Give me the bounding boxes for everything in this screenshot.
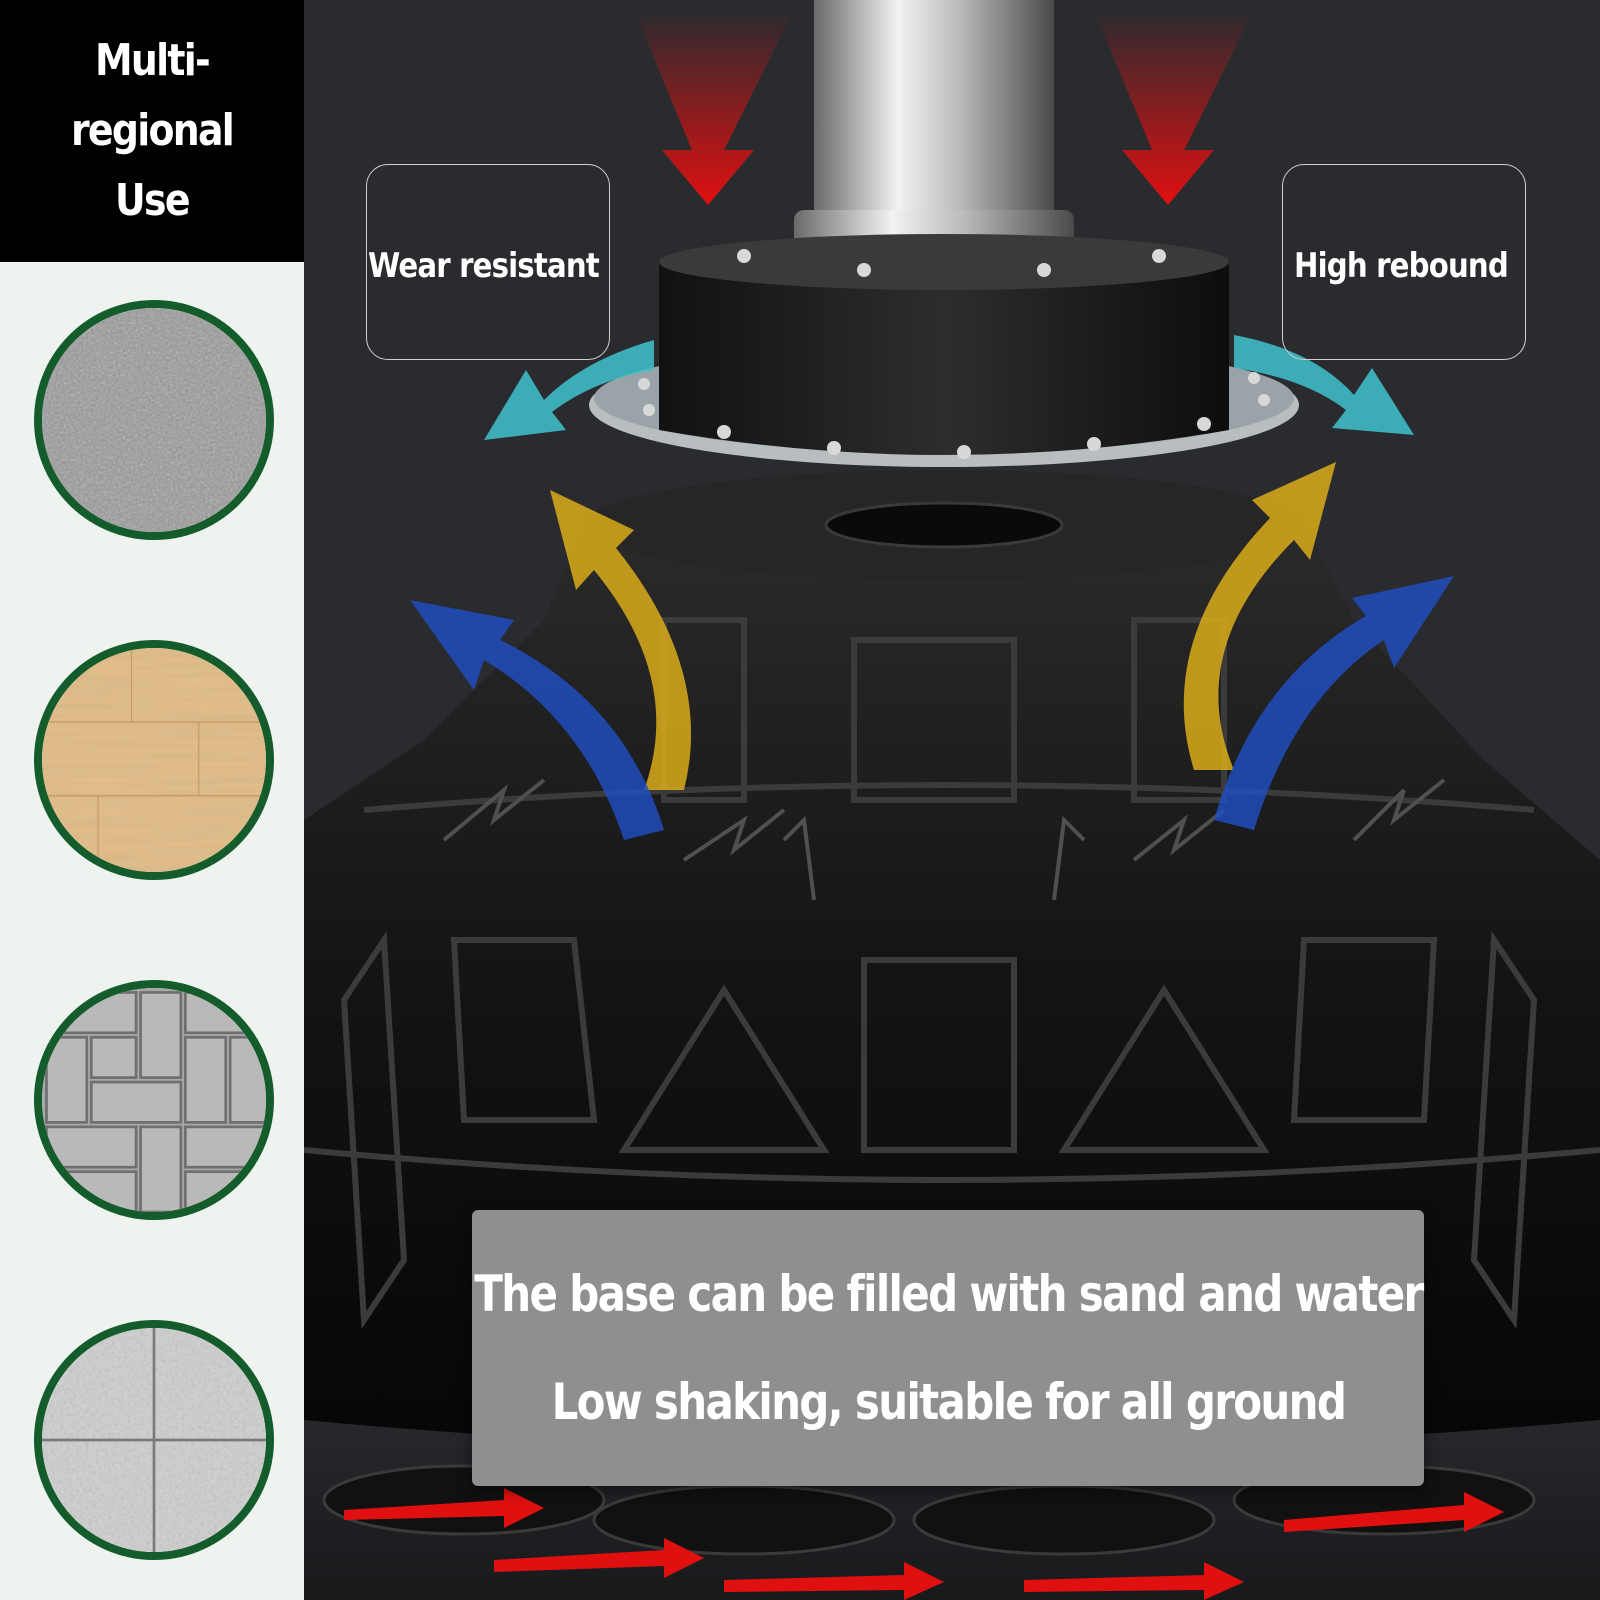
brick-paving-icon	[34, 980, 274, 1220]
rebound-arrow-right-icon	[1234, 335, 1414, 435]
rough-concrete-icon	[34, 300, 274, 540]
steel-pole	[814, 0, 1054, 230]
feature-label-box-right	[1282, 164, 1526, 360]
wood-floor-icon	[34, 640, 274, 880]
sidebar-title-line2: Use	[115, 175, 190, 226]
pressure-arrow-right-icon	[1094, 10, 1254, 205]
flow-arrow-yellow-right-icon	[1183, 462, 1336, 770]
caption-line2: Low shaking, suitable for all ground	[551, 1373, 1346, 1431]
sidebar-title: Multi-regional Use	[0, 0, 304, 262]
rebound-arrow-left-icon	[484, 340, 654, 440]
surface-sidebar: Multi-regional Use	[0, 0, 304, 1600]
flow-arrow-yellow-left-icon	[550, 490, 692, 790]
caption-line1: The base can be filled with sand and wat…	[473, 1265, 1424, 1323]
wear-resistant-label: Wear resistant	[368, 246, 600, 286]
sidebar-title-line1: Multi-regional	[70, 35, 235, 156]
suction-cups	[322, 1464, 1536, 1556]
high-rebound-label: High rebound	[1294, 246, 1509, 286]
flow-arrow-blue-right-icon	[1214, 576, 1454, 830]
pressure-arrow-left-icon	[634, 10, 794, 205]
feature-label-box-left	[366, 164, 610, 360]
flow-arrow-blue-left-icon	[410, 600, 664, 840]
ground-arrow-icons	[344, 1488, 1504, 1600]
tile-floor-icon	[34, 1320, 274, 1560]
caption-panel: The base can be filled with sand and wat…	[472, 1210, 1424, 1486]
